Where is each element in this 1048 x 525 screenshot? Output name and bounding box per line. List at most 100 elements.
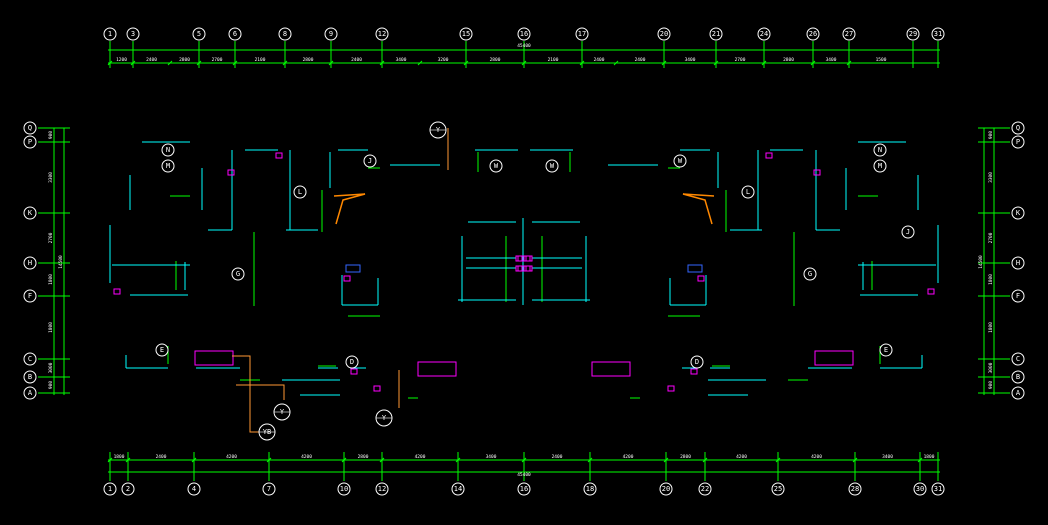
column-marker [275,152,283,159]
axis-circle [103,482,117,496]
axis-bubble-bottom: 4 [187,482,201,496]
axis-bubble-right: P [1011,135,1025,149]
dim-text-right: 3000 [988,362,994,373]
dim-text-left: 1800 [48,322,54,333]
dim-tick-top [196,60,202,66]
axis-circle [161,143,175,157]
axis-label: 7 [267,485,271,493]
axis-bubble-top: 24 [757,27,771,41]
axis-circle [23,135,37,149]
grid-tag: W [545,159,559,173]
axis-bubble-top: 21 [709,27,723,41]
axis-circle [1011,256,1025,270]
axis-bubble-top: 8 [278,27,292,41]
dim-text-bottom: 2800 [358,454,369,460]
axis-label: F [28,292,32,300]
axis-circle [228,27,242,41]
axis-bubble-bottom: 16 [517,482,531,496]
grid-tag: L [293,185,307,199]
beam-rect [417,361,457,377]
column-marker [523,265,531,272]
axis-bubble-right: C [1011,352,1025,366]
axis-label: 1 [108,30,112,38]
axis-label: C [1016,355,1020,363]
dim-text-bottom: 4200 [226,454,237,460]
dim-text-top: 1500 [876,57,887,63]
axis-circle [657,27,671,41]
orange-stair [333,193,366,225]
column-marker [227,169,235,176]
axis-circle [545,159,559,173]
axis-label: 31 [934,485,942,493]
blue-slab [345,264,361,273]
dim-text-top: 2800 [783,57,794,63]
axis-bubble-bottom: 20 [659,482,673,496]
beam-rect [591,361,631,377]
axis-circle [771,482,785,496]
axis-label: 20 [660,30,668,38]
beam-rect [814,350,854,366]
column-marker [813,169,821,176]
dim-text-bottom: 1800 [114,454,125,460]
axis-circle [931,27,945,41]
axis-circle [262,482,276,496]
axis-label: C [28,355,32,363]
axis-label: 16 [520,30,528,38]
dim-text-bottom-total: 45400 [517,472,531,478]
axis-circle [1011,206,1025,220]
dim-text-bottom: 2400 [552,454,563,460]
dim-tick-bottom [125,457,131,463]
axis-circle [337,482,351,496]
dim-text-top: 3400 [396,57,407,63]
dim-text-top: 2800 [179,57,190,63]
axis-label: D [695,358,699,366]
axis-circle [583,482,597,496]
dim-tick-bottom [455,457,461,463]
axis-circle [375,27,389,41]
wall-lines [109,141,939,396]
dim-text-top: 2400 [351,57,362,63]
axis-bubble-top: 27 [842,27,856,41]
dim-text-right: 900 [988,131,994,139]
axis-label: 4 [192,485,196,493]
grid-tag: N [161,143,175,157]
dim-tick-top [579,60,585,66]
axis-bubble-top: 17 [575,27,589,41]
axis-circle [23,289,37,303]
axis-bubble-left: H [23,256,37,270]
axis-label: 6 [233,30,237,38]
axis-bubble-top: 20 [657,27,671,41]
dim-text-top: 1200 [116,57,127,63]
axis-label: B [1016,373,1020,381]
dim-text-bottom: 4200 [301,454,312,460]
grid-tag: W [489,159,503,173]
axis-bubble-bottom: 1 [103,482,117,496]
axis-circle [363,154,377,168]
axis-bubble-bottom: 2 [121,482,135,496]
axis-bubble-right: H [1011,256,1025,270]
axis-label: P [1016,138,1020,146]
axis-label: L [746,188,750,196]
dim-text-right: 1800 [988,322,994,333]
axis-bubble-bottom: 30 [913,482,927,496]
axis-circle [1011,370,1025,384]
axis-circle [873,143,887,157]
grid-tag: M [161,159,175,173]
dim-text-top: 2400 [146,57,157,63]
dim-text-bottom: 4200 [415,454,426,460]
axis-circle [803,267,817,281]
dim-text-left: 2700 [48,232,54,243]
dim-text-bottom: 4200 [811,454,822,460]
grid-tag: L [741,185,755,199]
dim-text-left-total: 14500 [58,255,64,269]
column-marker [523,255,531,262]
dim-text-right: 1800 [988,274,994,285]
axis-bubble-top: 9 [324,27,338,41]
dim-tick-bottom [107,457,113,463]
axis-circle [161,159,175,173]
axis-label: K [28,209,33,217]
